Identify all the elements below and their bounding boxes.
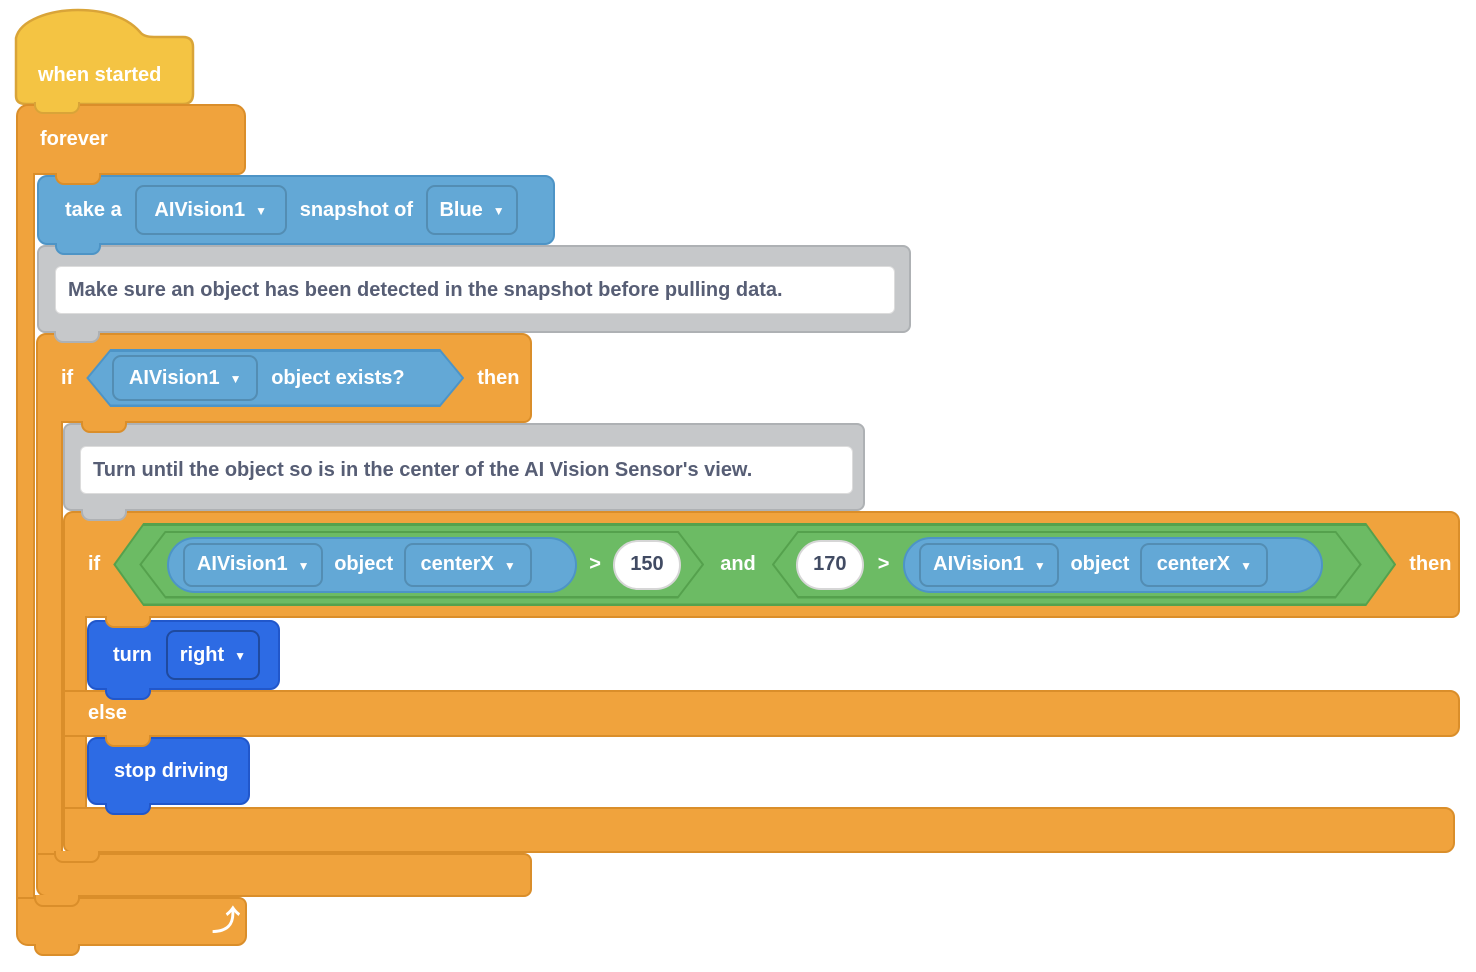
take-snapshot-middle-label: snapshot of <box>299 198 414 221</box>
take-snapshot-prefix-label: take a <box>65 198 122 221</box>
inner-if-bottom-arm <box>63 807 1455 853</box>
and-keyword: and <box>720 553 756 575</box>
outer-if-block[interactable]: if AIVision1 ▼ object exists? then <box>36 333 532 423</box>
vision-device-value: AIVision1 <box>128 366 220 389</box>
inner-if-keyword: if <box>88 553 101 575</box>
comment-detect[interactable]: Make sure an object has been detected in… <box>37 245 911 333</box>
snapshot-color-dropdown[interactable]: Blue ▼ <box>426 185 519 235</box>
take-snapshot-block[interactable]: take a AIVision1 ▼ snapshot of Blue ▼ <box>37 175 555 245</box>
take-snapshot-bump <box>55 243 101 255</box>
object-exists-condition[interactable]: AIVision1 ▼ object exists? <box>86 349 464 407</box>
turn-direction-dropdown[interactable]: right ▼ <box>165 630 260 680</box>
outer-if-bottom-bump <box>34 895 80 907</box>
object-label: object <box>1070 553 1130 575</box>
vision-device-value: AIVision1 <box>933 553 1024 575</box>
vision-device-value: AIVision1 <box>154 198 246 221</box>
value-input-170[interactable]: 170 <box>796 540 864 590</box>
comment-detect-body: Make sure an object has been detected in… <box>55 266 895 314</box>
dropdown-arrow-icon: ▼ <box>234 649 247 663</box>
comment-center-bump <box>81 509 127 521</box>
when-started-block[interactable]: when started <box>38 58 161 92</box>
dropdown-arrow-icon: ▼ <box>492 204 505 218</box>
forever-bottom-bump <box>34 944 80 956</box>
dropdown-arrow-icon: ▼ <box>297 558 310 573</box>
inner-if-block[interactable]: if AIVision1 ▼ object centerX ▼ > <box>63 511 1460 618</box>
else-bar-bump <box>105 735 151 747</box>
forever-label: forever <box>40 128 108 150</box>
object-centerx-reporter[interactable]: AIVision1 ▼ object centerX ▼ <box>903 537 1323 593</box>
vision-device-dropdown[interactable]: AIVision1 ▼ <box>134 185 287 235</box>
comment-detect-bump <box>54 331 100 343</box>
turn-label: turn <box>113 643 152 666</box>
inner-if-header-bump <box>105 616 151 628</box>
comment-center-text: Turn until the object so is in the cente… <box>93 458 753 481</box>
forever-spine <box>16 173 35 899</box>
vision-device-dropdown[interactable]: AIVision1 ▼ <box>183 543 323 587</box>
dropdown-arrow-icon: ▼ <box>255 204 268 218</box>
snapshot-color-value: Blue <box>439 198 483 221</box>
when-started-bottom-bump <box>34 102 80 114</box>
else-keyword: else <box>88 702 127 724</box>
comment-detect-text: Make sure an object has been detected in… <box>68 278 783 301</box>
object-property-value: centerX <box>1156 553 1231 575</box>
value-input-150[interactable]: 150 <box>613 540 681 590</box>
outer-if-keyword: if <box>61 366 74 389</box>
inner-if-bottom-bump <box>54 851 100 863</box>
stop-driving-block[interactable]: stop driving <box>87 737 250 805</box>
dropdown-arrow-icon: ▼ <box>1033 558 1046 573</box>
turn-direction-value: right <box>179 643 225 666</box>
outer-if-bottom-arm <box>36 853 532 897</box>
stop-driving-bump <box>105 803 151 815</box>
value-170: 170 <box>813 553 847 575</box>
vision-device-dropdown[interactable]: AIVision1 ▼ <box>112 355 258 401</box>
vision-device-value: AIVision1 <box>196 553 288 575</box>
comment-center-body: Turn until the object so is in the cente… <box>80 446 853 494</box>
outer-if-header-bump <box>81 421 127 433</box>
dropdown-arrow-icon: ▼ <box>503 558 516 573</box>
turn-bottom-bump <box>105 688 151 700</box>
inner-if-else-bar[interactable]: else <box>63 690 1460 737</box>
comment-center[interactable]: Turn until the object so is in the cente… <box>63 423 865 511</box>
dropdown-arrow-icon: ▼ <box>229 372 242 386</box>
vision-device-dropdown[interactable]: AIVision1 ▼ <box>919 543 1059 587</box>
turn-block[interactable]: turn right ▼ <box>87 620 280 690</box>
when-started-label: when started <box>38 63 162 86</box>
forever-header-bump <box>55 173 101 185</box>
greater-than-operator: > <box>589 553 601 575</box>
object-centerx-reporter[interactable]: AIVision1 ▼ object centerX ▼ <box>167 537 577 593</box>
outer-then-keyword: then <box>477 366 520 389</box>
object-property-value: centerX <box>420 553 494 575</box>
and-condition[interactable]: AIVision1 ▼ object centerX ▼ > 150 and <box>113 523 1396 606</box>
greater-than-condition-right[interactable]: 170 > AIVision1 ▼ object centerX ▼ <box>772 531 1362 599</box>
loop-arrow-icon: ⤴ <box>211 905 240 936</box>
object-exists-label: object exists? <box>271 366 405 389</box>
value-150: 150 <box>630 553 664 575</box>
greater-than-operator: > <box>877 553 890 575</box>
object-label: object <box>334 553 394 575</box>
dropdown-arrow-icon: ▼ <box>1240 558 1252 573</box>
object-property-dropdown[interactable]: centerX ▼ <box>1140 543 1268 587</box>
stop-driving-label: stop driving <box>114 759 229 782</box>
inner-then-keyword: then <box>1409 553 1452 575</box>
object-property-dropdown[interactable]: centerX ▼ <box>404 543 532 587</box>
forever-block[interactable]: forever <box>16 104 246 175</box>
greater-than-condition-left[interactable]: AIVision1 ▼ object centerX ▼ > 150 <box>139 531 704 599</box>
outer-if-spine <box>36 421 63 855</box>
